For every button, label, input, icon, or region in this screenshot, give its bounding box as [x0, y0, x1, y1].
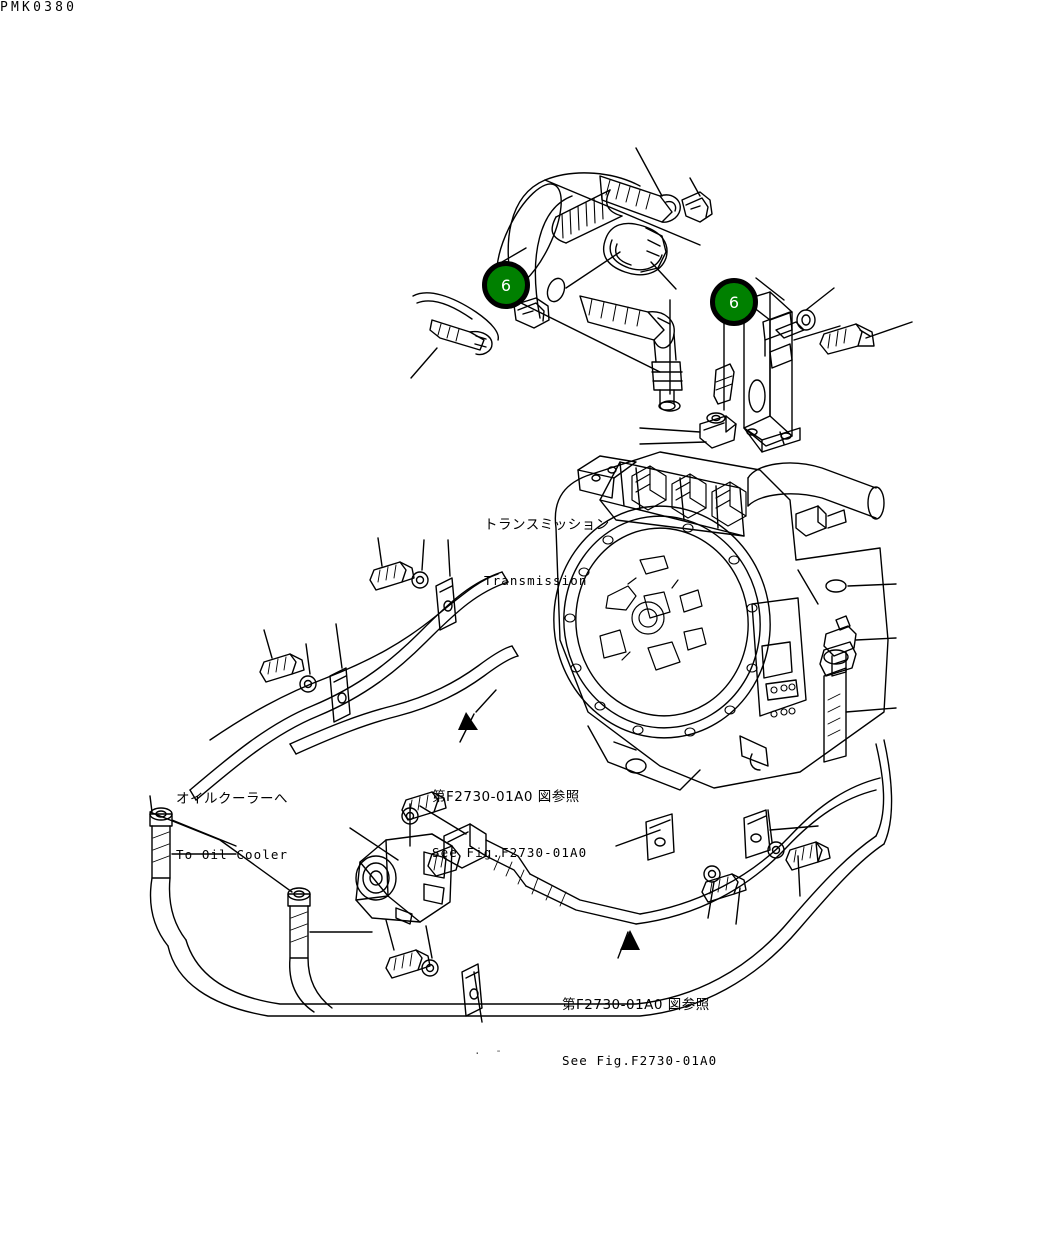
layout-construction-lines [875, 739, 893, 845]
mounting-bracket [743, 291, 875, 453]
label-to-oil-cooler-jp: オイルクーラーへ [176, 791, 288, 808]
top-center-exploded [639, 299, 737, 449]
hose-stub-mid [579, 295, 683, 411]
drawing-code: PMK0380 [0, 0, 78, 15]
right-exploded-parts [819, 579, 857, 763]
label-see-fig-lower: 第F2730-01A0 図参照 See Fig.F2730-01A0 [562, 958, 717, 1107]
callout-balloon-6-right[interactable]: 6 [710, 278, 758, 326]
cooler-tubes [189, 561, 519, 801]
leader-lines-right [797, 569, 897, 713]
leader-lines-top [501, 147, 701, 290]
lower-return-hose [149, 811, 885, 1017]
leader-lines-lower-right [615, 809, 819, 925]
callout-balloon-6-left[interactable]: 6 [482, 261, 530, 309]
leader-lines-left-tubes [263, 537, 497, 743]
label-see-fig-lower-jp: 第F2730-01A0 図参照 [562, 997, 710, 1014]
hose-end-fittings [149, 807, 333, 1013]
leader-lines-bracket [755, 277, 913, 341]
label-see-fig-upper-en: See Fig.F2730-01A0 [432, 844, 588, 860]
transmission-housing [553, 451, 889, 791]
label-transmission-en: Transmission [484, 572, 588, 588]
plug-and-oring [513, 277, 566, 329]
callout-number: 6 [500, 275, 512, 295]
label-see-fig-upper: 第F2730-01A0 図参照 See Fig.F2730-01A0 [432, 750, 587, 899]
callout-number: 6 [728, 292, 740, 312]
label-see-fig-lower-en: See Fig.F2730-01A0 [562, 1052, 718, 1068]
left-hose-nipple [410, 292, 499, 379]
leader-lines-bottom-left [149, 795, 373, 933]
gear-pump [355, 823, 641, 925]
pump-fasteners [385, 791, 483, 1023]
label-transmission-jp: トランスミッション [484, 517, 610, 534]
scan-artifact-mark: . - [474, 1044, 506, 1057]
label-transmission: トランスミッション Transmission [484, 478, 610, 627]
label-to-oil-cooler-en: To Oil Cooler [176, 846, 289, 862]
lower-right-hose [635, 777, 881, 925]
label-see-fig-upper-jp: 第F2730-01A0 図参照 [432, 789, 580, 806]
label-to-oil-cooler: オイルクーラーへ To Oil Cooler [176, 752, 288, 901]
